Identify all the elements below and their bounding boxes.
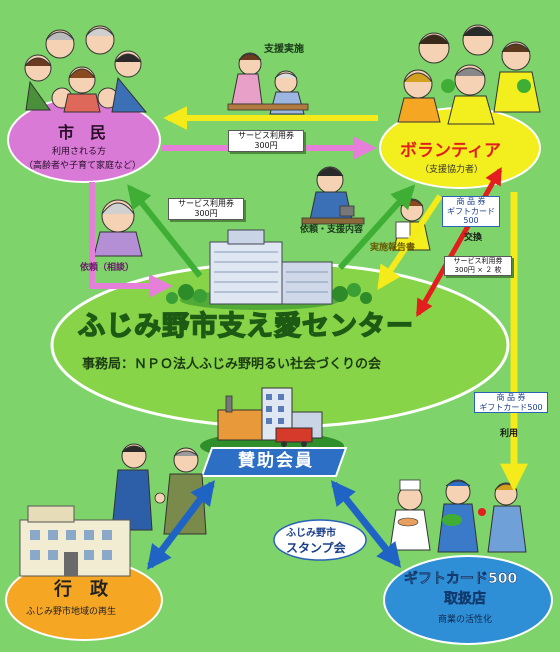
stamp-line-1: ふじみ野市	[286, 528, 336, 539]
ticket-small-line-2: 300円 × ２ 枚	[454, 265, 502, 274]
ticket-left-line-1: サービス利用券	[178, 199, 234, 208]
citizen-name: 市 民	[58, 123, 107, 142]
shop-oval	[383, 555, 553, 645]
arrow-exchange	[415, 166, 503, 318]
citizen-desc-1: 利用される方	[52, 147, 107, 157]
elder-woman-illustration	[93, 199, 143, 257]
arrow-sponsor-shop	[330, 480, 402, 568]
volunteer-illustration	[397, 24, 541, 125]
gift-card-tag-a-line-1: 商 品 券	[456, 197, 486, 206]
government-desc: ふじみ野市地域の再生	[26, 607, 117, 617]
sponsor-badge	[200, 447, 348, 477]
ticket-top: サービス利用券 300円	[228, 130, 304, 152]
center-subtitle: 事務局：ＮＰＯ法人ふじみ野明るい社会づくりの会	[82, 357, 382, 372]
shopkeepers-illustration	[389, 479, 527, 553]
shop-desc: 商業の活性化	[438, 615, 493, 625]
citizen-desc-2: （高齢者や子育て家庭など）	[24, 161, 142, 171]
gift-card-tag-a-line-2: ギフトカード500	[447, 206, 495, 226]
gift-card-tag-a: 商 品 券 ギフトカード500	[442, 196, 500, 227]
center-title: ふじみ野市支え愛センター	[77, 311, 414, 342]
stamp-line-2: スタンプ会	[286, 541, 346, 555]
label-exchange: 交換	[464, 233, 483, 243]
ticket-top-line-2: 300円	[254, 141, 278, 150]
shop-name-1: ギフトカード500	[404, 571, 518, 587]
support-scene-illustration	[227, 52, 309, 115]
label-report: 実施報告書	[370, 243, 416, 253]
arrow-sponsor-government	[147, 480, 215, 570]
arrow-citizen-to-center	[89, 182, 173, 298]
gift-card-tag-b-line-1: 商 品 券	[496, 393, 526, 402]
volunteer-name: ボランティア	[400, 141, 501, 161]
sponsor-name: 賛助会員	[238, 451, 314, 471]
volunteer-desc: （支援協力者）	[420, 165, 484, 175]
family-illustration	[24, 25, 148, 113]
ticket-top-line-1: サービス利用券	[238, 131, 294, 140]
gift-card-tag-b-line-2: ギフトカード500	[479, 402, 543, 412]
label-support: 支援実施	[264, 44, 304, 55]
government-name: 行 政	[54, 579, 108, 600]
label-use: 利用	[500, 429, 519, 439]
ticket-left-line-2: 300円	[194, 209, 218, 218]
gift-card-tag-b: 商 品 券 ギフトカード500	[474, 392, 548, 414]
ticket-small: サービス利用券 300円 × ２ 枚	[444, 256, 512, 276]
sponsor-illustration	[200, 387, 344, 460]
label-request: 依頼（相談）	[80, 263, 135, 273]
shop-name-2: 取扱店	[444, 591, 487, 607]
ticket-small-line-1: サービス利用券	[453, 257, 503, 265]
arrow-center-to-citizen	[127, 184, 203, 278]
ticket-left: サービス利用券 300円	[168, 198, 244, 220]
phone-operator-illustration	[301, 166, 365, 225]
label-request-content: 依頼・支援内容	[300, 225, 364, 235]
arrow-center-to-volunteer	[337, 184, 416, 271]
city-hall-illustration	[19, 505, 131, 577]
center-building-illustration	[166, 229, 372, 310]
